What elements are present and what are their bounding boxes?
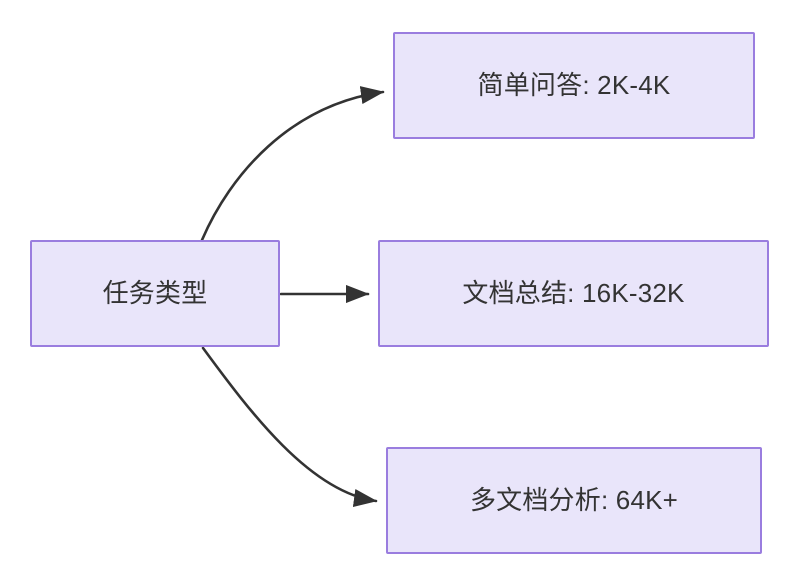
node-simple-qa[interactable]: 简单问答: 2K-4K (393, 32, 755, 139)
node-task-type[interactable]: 任务类型 (30, 240, 280, 347)
node-label: 文档总结: 16K-32K (462, 277, 685, 308)
node-label: 多文档分析: 64K+ (469, 484, 679, 515)
edge-to-multi-doc-analysis (201, 346, 378, 508)
edge-to-simple-qa (200, 86, 385, 242)
node-multi-doc-analysis[interactable]: 多文档分析: 64K+ (386, 447, 762, 554)
node-doc-summary[interactable]: 文档总结: 16K-32K (378, 240, 769, 347)
node-label: 简单问答: 2K-4K (477, 69, 671, 100)
node-label: 任务类型 (102, 277, 208, 308)
